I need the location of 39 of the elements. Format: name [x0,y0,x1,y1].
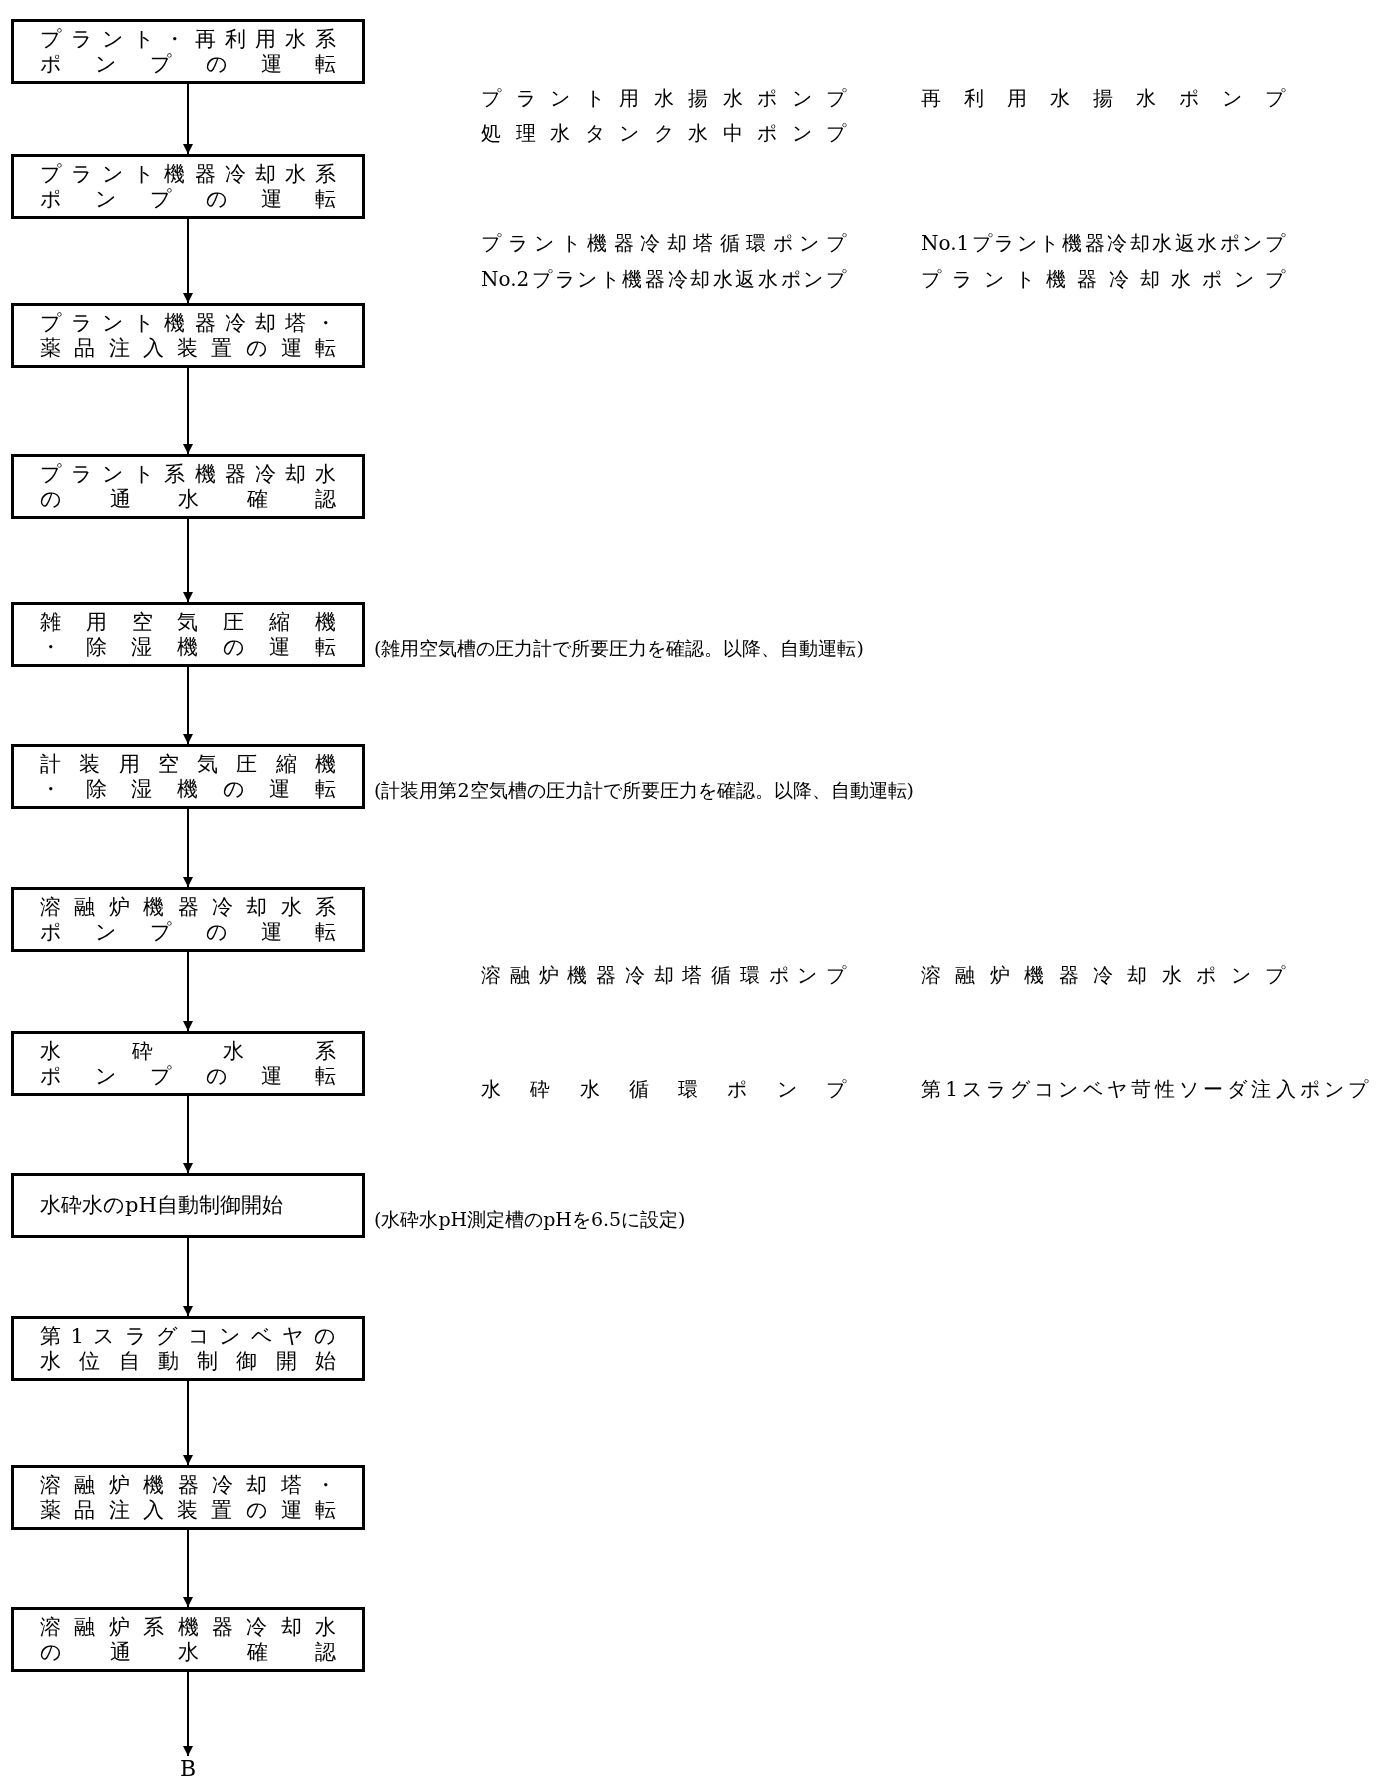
pump-name: プラント用水揚水ポンプ [481,85,846,111]
process-box: 雑用空気圧縮機・除湿機の運転 [11,602,365,667]
process-box: 溶融炉系機器冷却水の通水確認 [11,1607,365,1672]
process-box: 第1スラグコンベヤの水位自動制御開始 [11,1316,365,1381]
pump-name: No.1プラント機器冷却水返水ポンプ [921,230,1285,256]
arrow [183,218,193,304]
arrow [183,951,193,1032]
process-box: プラント機器冷却塔・薬品注入装置の運転 [11,303,365,368]
pump-name: 再利用水揚水ポンプ [921,85,1285,111]
arrow [183,518,193,603]
pump-name: 溶融炉機器冷却水ポンプ [921,962,1285,988]
continuation-label: B [176,1756,200,1782]
process-box: 溶融炉機器冷却水系ポンプの運転 [11,887,365,952]
pump-name: プラント機器冷却塔循環ポンプ [481,230,846,256]
process-box: 溶融炉機器冷却塔・薬品注入装置の運転 [11,1465,365,1530]
arrow [183,367,193,455]
process-box: プラント系機器冷却水の通水確認 [11,454,365,519]
process-box: 水砕水のpH自動制御開始 [11,1173,365,1238]
note-text: (計装用第2空気槽の圧力計で所要圧力を確認。以降、自動運転) [374,778,914,803]
process-box: プラント・再利用水系ポンプの運転 [11,19,365,84]
pump-name: 水砕水循環ポンプ [481,1076,846,1102]
arrow [183,1237,193,1317]
arrow [183,83,193,155]
note-text: (水砕水pH測定槽のpHを6.5に設定) [374,1207,686,1232]
arrow [183,1671,193,1757]
pump-name: 処理水タンク水中ポンプ [481,120,846,146]
pump-name: プラント機器冷却水ポンプ [921,266,1285,292]
pump-name: No.2プラント機器冷却水返水ポンプ [481,266,846,292]
arrow [183,1095,193,1174]
arrow [183,1380,193,1466]
note-text: (雑用空気槽の圧力計で所要圧力を確認。以降、自動運転) [374,636,864,661]
process-box: 水砕水系ポンプの運転 [11,1031,365,1096]
pump-name: 溶融炉機器冷却塔循環ポンプ [481,962,846,988]
arrow [183,666,193,745]
arrow [183,808,193,888]
pump-name: 第1スラグコンベヤ苛性ソーダ注入ポンプ [921,1076,1368,1102]
process-box: 計装用空気圧縮機・除湿機の運転 [11,744,365,809]
arrow [183,1529,193,1608]
process-box: プラント機器冷却水系ポンプの運転 [11,154,365,219]
